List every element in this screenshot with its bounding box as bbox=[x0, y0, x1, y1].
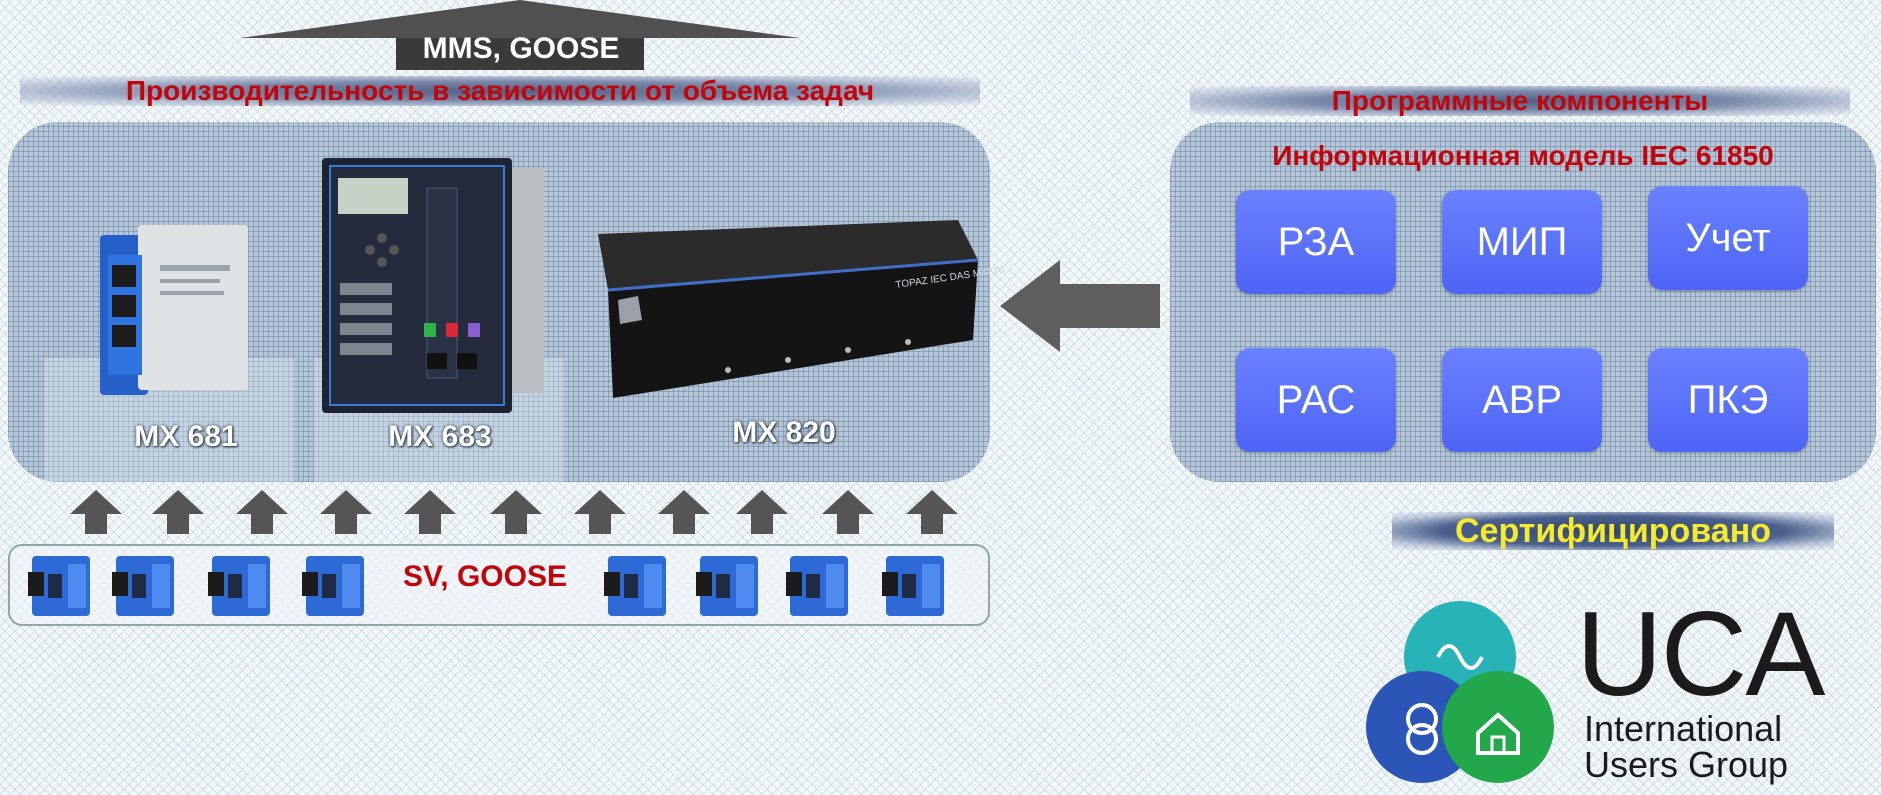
mms-goose-label: MMS, GOOSE bbox=[422, 32, 620, 65]
mms-goose-arrow bbox=[240, 0, 800, 70]
software-subtitle: Информационная модель IEC 61850 bbox=[1272, 140, 1774, 171]
mx683-device bbox=[322, 158, 544, 413]
mx820-label: MX 820 bbox=[732, 416, 836, 449]
up-arrow-icon bbox=[822, 490, 874, 534]
software-banner: Программные компоненты bbox=[1190, 86, 1850, 116]
mx683-label: MX 683 bbox=[388, 420, 492, 453]
left-arrow bbox=[1000, 260, 1160, 352]
module-avr: АВР bbox=[1442, 348, 1602, 452]
certified-label: Сертифицировано bbox=[1455, 512, 1771, 550]
up-arrow-icon bbox=[736, 490, 788, 534]
up-arrows bbox=[0, 490, 990, 536]
merging-unit bbox=[112, 556, 174, 616]
mx681-device bbox=[100, 225, 248, 395]
uca-line1: International bbox=[1584, 708, 1783, 749]
module-uchet: Учет bbox=[1648, 186, 1808, 290]
up-arrow-icon bbox=[236, 490, 288, 534]
merging-unit bbox=[28, 556, 90, 616]
up-arrow-icon bbox=[490, 490, 542, 534]
merging-unit bbox=[208, 556, 270, 616]
up-arrow-icon bbox=[152, 490, 204, 534]
up-arrow-icon bbox=[574, 490, 626, 534]
up-arrow-icon bbox=[70, 490, 122, 534]
mx681-label: MX 681 bbox=[134, 420, 238, 453]
certified-banner bbox=[1392, 512, 1834, 550]
merging-unit bbox=[604, 556, 666, 616]
mx820-device: TOPAZ IEC DAS MX820 bbox=[598, 220, 1005, 398]
merging-unit bbox=[302, 556, 364, 616]
sv-goose-label: SV, GOOSE bbox=[403, 560, 567, 593]
up-arrow-icon bbox=[320, 490, 372, 534]
up-arrow-icon bbox=[658, 490, 710, 534]
uca-line2: Users Group bbox=[1584, 744, 1789, 785]
merging-unit bbox=[882, 556, 944, 616]
merging-unit bbox=[696, 556, 758, 616]
module-mip: МИП bbox=[1442, 190, 1602, 294]
performance-banner: Производительность в зависимости от объе… bbox=[20, 76, 980, 106]
up-arrow-icon bbox=[404, 490, 456, 534]
module-rza: РЗА bbox=[1236, 190, 1396, 294]
module-pke: ПКЭ bbox=[1648, 348, 1808, 452]
uca-logo-mark bbox=[1366, 601, 1554, 783]
up-arrow-icon bbox=[906, 490, 958, 534]
uca-title: UCA bbox=[1576, 587, 1825, 721]
module-ras: РАС bbox=[1236, 348, 1396, 452]
merging-unit bbox=[786, 556, 848, 616]
